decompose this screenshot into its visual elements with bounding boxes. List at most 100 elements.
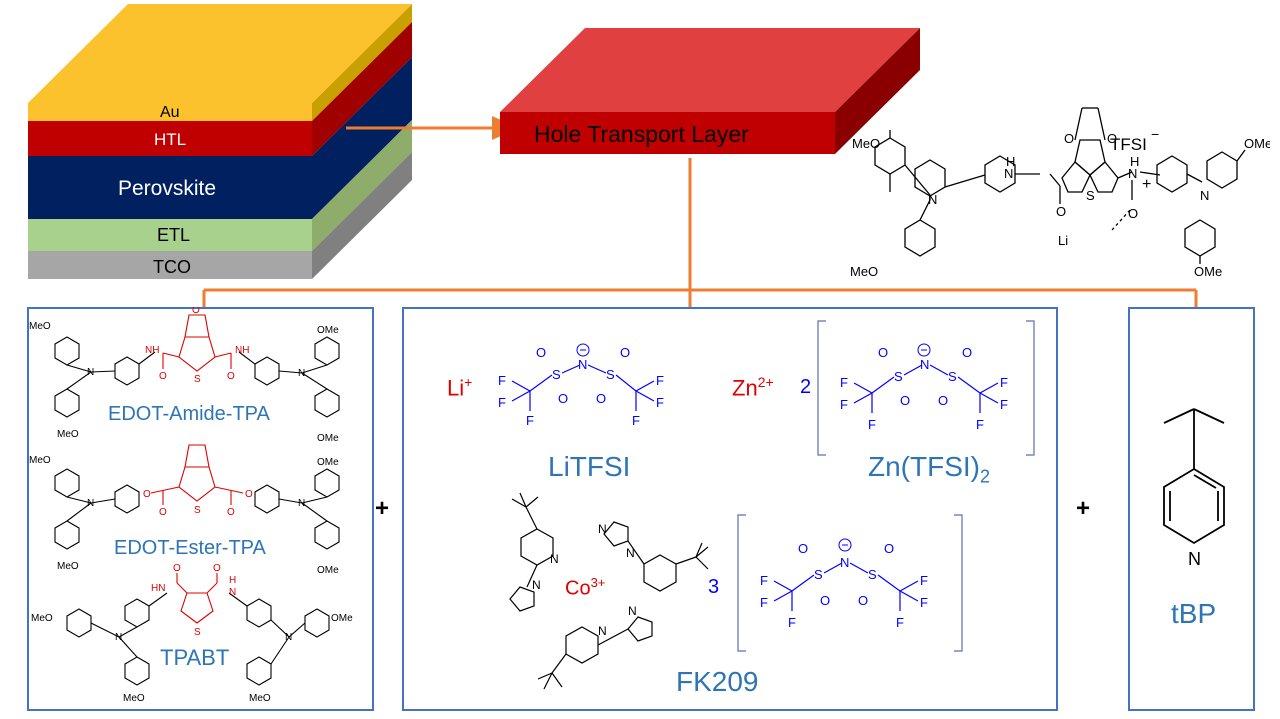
zn-s-1: S [894, 369, 903, 384]
htm2-ome-2: OMe [317, 565, 339, 576]
fk-s-2: S [868, 567, 877, 582]
fk-n-pz-2: N [598, 522, 607, 536]
zn-n: N [920, 357, 929, 372]
zn-cation-charge: 2+ [757, 374, 774, 390]
co-cation-charge: 3+ [590, 575, 606, 590]
dopant-panel [402, 307, 1058, 711]
tbp-name: tBP [1171, 598, 1217, 629]
htm1-meo-1: MeO [29, 321, 51, 332]
layer-tco-label: TCO [153, 257, 191, 277]
htm3-s: S [194, 627, 201, 638]
htm3-n-2: N [285, 632, 292, 643]
tfsi-anion-charge: − [1151, 126, 1160, 142]
top-n-1: N [928, 192, 937, 207]
fk-f-2: F [760, 595, 768, 610]
fk-f-6: F [896, 615, 904, 630]
htl-block-label: Hole Transport Layer [534, 121, 749, 147]
top-n-2: N [1004, 166, 1013, 181]
li-o-4: O [596, 391, 606, 406]
htm1-ome-2: OMe [317, 433, 339, 444]
top-n-4: N [1200, 188, 1209, 203]
htm1-o-2: O [227, 371, 235, 382]
top-o-2: O [1064, 131, 1074, 146]
htm3-n: N [229, 587, 236, 598]
htm3-o-1: O [173, 563, 181, 574]
plus-1: + [375, 495, 390, 522]
fk-n-pz-1: N [532, 578, 541, 592]
zn-cation: Zn2+ [732, 374, 774, 401]
top-ome-1: OMe [1244, 136, 1270, 151]
zn-f-1: F [840, 375, 848, 390]
li-f-4: F [656, 373, 664, 388]
htm2-o-2: O [227, 507, 235, 518]
htm2-ome-1: OMe [317, 457, 339, 468]
htm1-o-1: O [159, 371, 167, 382]
dopant-structures: S S N O O O O F F F F F F S S N O O O O … [498, 320, 1035, 690]
zn-s-2: S [948, 369, 957, 384]
zn-f-3: F [868, 417, 876, 432]
tfsi-anion-label: TFSI [1110, 135, 1147, 154]
li-o-2: O [620, 345, 630, 360]
li-s-1: S [552, 367, 561, 382]
top-ome-2: OMe [1194, 264, 1222, 279]
layer-perovskite-label: Perovskite [118, 177, 217, 200]
zn-stoich: 2 [800, 376, 812, 398]
top-h-1: H [1006, 154, 1015, 169]
top-meo-1: MeO [852, 136, 880, 151]
zn-o-3: O [900, 393, 910, 408]
litfsi-name: LiTFSI [548, 451, 631, 482]
htm3-o-2: O [213, 563, 221, 574]
additive-panel [1128, 307, 1255, 711]
li-cation-charge: + [464, 374, 473, 390]
htm2-meo-2: MeO [57, 561, 79, 572]
zn-f-5: F [1000, 397, 1008, 412]
htm3-ome-1: OMe [331, 613, 353, 624]
htm3-n-1: N [115, 632, 122, 643]
fk-o-1: O [798, 541, 808, 556]
htm2-o-link-1: O [143, 489, 151, 500]
htm3-hn: HN [151, 583, 165, 594]
fk-f-3: F [788, 615, 796, 630]
co-stoich: 3 [708, 576, 720, 598]
top-o-3: O [1107, 131, 1117, 146]
plus-2: + [1076, 495, 1091, 522]
htm3-meo-3: MeO [249, 693, 271, 704]
htm1-nh-1: NH [145, 345, 159, 356]
htm1-o-ring: O [192, 307, 200, 316]
htm1-meo-2: MeO [57, 429, 79, 440]
top-s: S [1086, 188, 1095, 203]
fk-n-py-2: N [626, 546, 635, 560]
fk-n-pz-3: N [628, 604, 637, 618]
htm-name-tpabt: TPABT [160, 645, 230, 670]
htm1-n-2: N [298, 368, 305, 379]
top-n-3: N [1128, 166, 1137, 181]
htm3-meo-2: MeO [123, 693, 145, 704]
htm2-meo-1: MeO [29, 455, 51, 466]
htm2-s: S [194, 505, 201, 516]
fk-o-2: O [884, 541, 894, 556]
layer-etl-label: ETL [157, 225, 191, 245]
htm2-o-1: O [159, 507, 167, 518]
htm-name-edot-ester-tpa: EDOT-Ester-TPA [114, 537, 266, 559]
layer-htl-label: HTL [154, 130, 187, 149]
top-o-1: O [1056, 204, 1066, 219]
zn-f-6: F [976, 417, 984, 432]
fk-n: N [840, 555, 849, 570]
fk-f-4: F [920, 573, 928, 588]
htm2-o-link-2: O [245, 489, 253, 500]
tbp-structure: N [1163, 408, 1225, 569]
zn-o-4: O [938, 393, 948, 408]
htm3-h: H [229, 575, 236, 586]
htm1-n-1: N [87, 367, 94, 378]
li-n: N [578, 357, 587, 372]
zn-tfsi-name-main: Zn(TFSI) [868, 451, 980, 482]
fk-f-1: F [760, 573, 768, 588]
li-cation: Li+ [447, 374, 472, 401]
zn-tfsi-name-sub: 2 [980, 466, 991, 487]
htm1-ome-1: OMe [317, 325, 339, 336]
top-h-2: H [1130, 154, 1139, 169]
zn-o-1: O [878, 345, 888, 360]
device-stack [28, 4, 412, 279]
htm-panel [27, 307, 374, 711]
